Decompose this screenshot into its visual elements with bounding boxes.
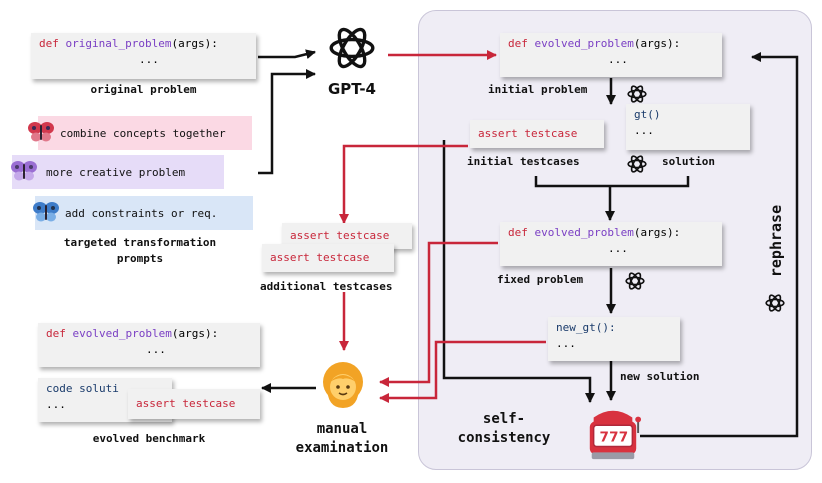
new-solution-label: new solution [620,370,700,383]
def-keyword: def [508,37,528,50]
arrow-prompts-to-gpt [258,69,316,175]
solution-line2: ... [634,124,654,137]
prompt-text: more creative problem [46,165,186,179]
function-name: original_problem [65,37,172,50]
initial-testcase-box: assert testcase [470,120,604,148]
assert-testcase-text: assert testcase [136,397,236,410]
evolved-problem-box: def evolved_problem(args): ... [38,323,260,367]
additional-testcases-label: additional testcases [260,280,393,293]
code-body: ... [139,53,159,66]
initial-problem-label: initial problem [488,83,588,96]
manual-line1: manual [316,421,368,437]
fixed-problem-label: fixed problem [497,273,584,286]
self-consistency-line1: self- [482,411,526,427]
rephrase-label: rephrase [767,204,785,278]
butterfly-icon [28,122,54,142]
prompt-combine-concepts: combine concepts together [38,116,252,150]
solution-label: solution [662,155,715,168]
prompt-text: add constraints or req. [65,206,218,220]
function-args: (args): [171,327,219,340]
def-keyword: def [39,37,59,50]
code-body: ... [608,242,628,255]
gpt4-label: GPT-4 [328,80,376,98]
svg-text:7: 7 [619,430,628,446]
evolved-testcase-box: assert testcase [128,389,260,419]
prompt-text: combine concepts together [60,126,226,140]
function-args: (args): [633,37,681,50]
assert-testcase-text: assert testcase [290,229,390,242]
code-body: ... [146,343,166,356]
initial-problem-box: def evolved_problem(args): ... [500,33,722,77]
slot-machine-icon: 7 7 7 [589,410,642,460]
openai-logo-icon [625,272,645,290]
manual-examination-label: manual examination [282,420,402,458]
svg-text:7: 7 [599,430,608,446]
person-icon [323,362,363,408]
butterfly-icon [33,202,59,222]
code-solution-text: code soluti [46,382,119,395]
function-args: (args): [171,37,218,50]
prompts-label: targeted transformation prompts [20,235,260,267]
solution-box: gt() ... [626,104,750,150]
function-args: (args): [633,226,681,239]
code-body: ... [608,53,628,66]
prompt-more-creative: more creative problem [12,155,224,189]
new-solution-line1: new_gt(): [556,321,616,334]
openai-logo-icon [627,155,647,173]
initial-testcases-label: initial testcases [467,155,580,168]
prompt-add-constraints: add constraints or req. [35,196,253,230]
butterfly-icon [11,161,37,181]
new-solution-box: new_gt(): ... [548,317,680,361]
evolved-benchmark-label: evolved benchmark [92,432,206,445]
function-name: evolved_problem [72,327,172,340]
solution-line1: gt() [634,108,661,121]
assert-testcase-text: assert testcase [270,251,370,264]
original-problem-label: original problem [90,83,197,96]
openai-logo-icon [765,294,785,312]
svg-text:7: 7 [609,430,618,446]
self-consistency-line2: consistency [457,430,551,446]
original-problem-box: def original_problem(args): ... [31,33,256,79]
new-solution-line2: ... [556,337,576,350]
openai-logo-icon [627,85,647,103]
additional-testcase-box-front: assert testcase [262,244,394,272]
prompts-label-line2: prompts [116,252,164,265]
self-consistency-label: self- consistency [444,410,564,448]
def-keyword: def [46,327,66,340]
def-keyword: def [508,226,528,239]
manual-line2: examination [295,440,389,456]
code-body: ... [46,398,66,411]
function-name: evolved_problem [534,37,634,50]
prompts-label-line1: targeted transformation [63,236,217,249]
fixed-problem-box: def evolved_problem(args): ... [500,222,722,266]
assert-testcase-text: assert testcase [478,127,578,140]
openai-logo-icon [329,27,375,69]
arrow-original-to-gpt [258,49,316,60]
function-name: evolved_problem [534,226,634,239]
